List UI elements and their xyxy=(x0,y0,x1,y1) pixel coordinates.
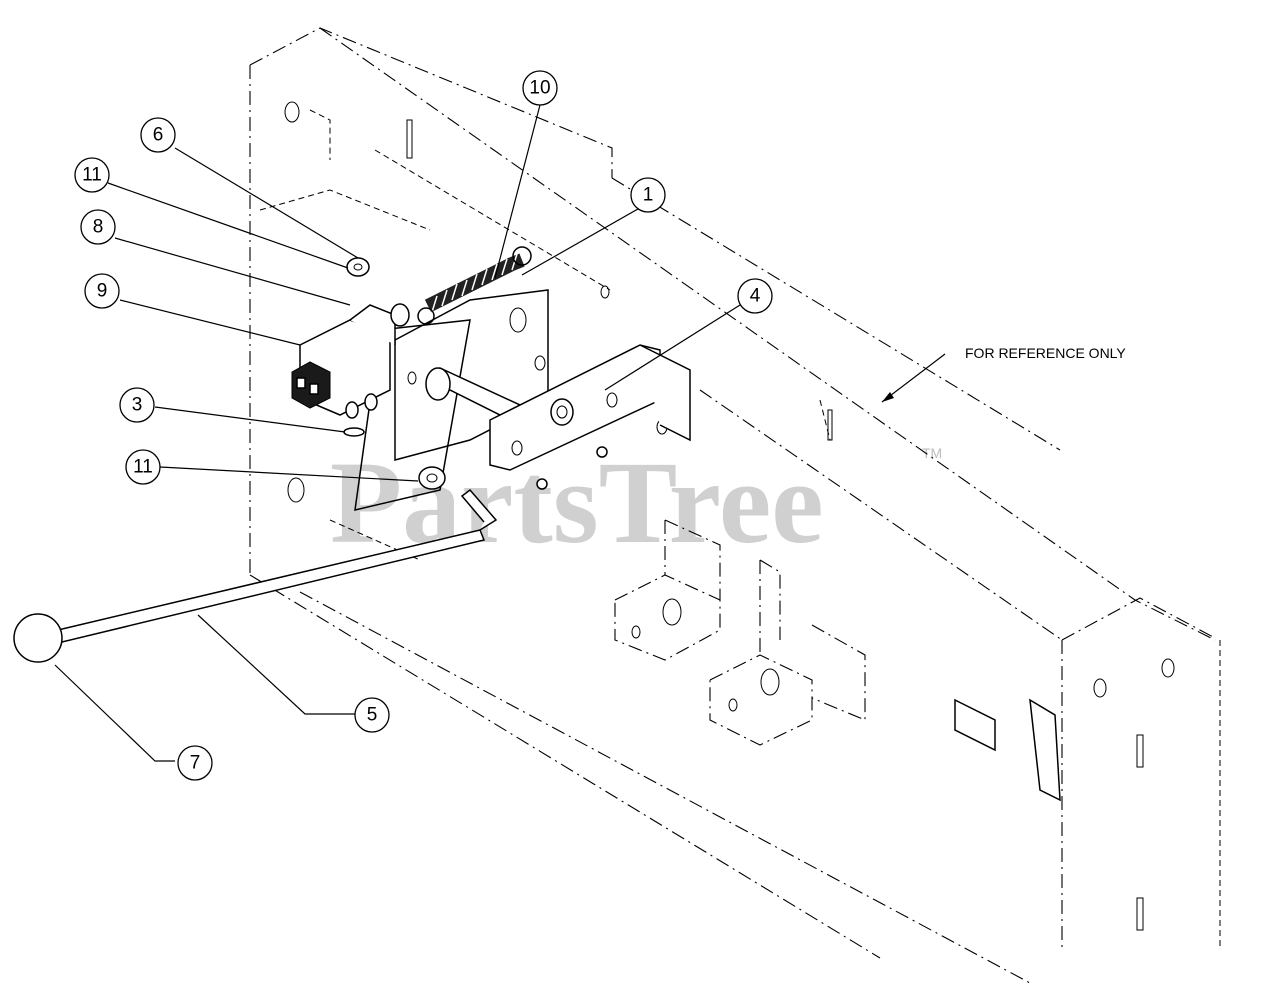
frame-reference-outline xyxy=(249,27,1221,983)
callout-label: 10 xyxy=(529,78,550,99)
frame-holes xyxy=(284,101,1175,931)
callout-9: 9 xyxy=(84,273,120,309)
callout-8: 8 xyxy=(80,209,116,245)
watermark-trademark: TM xyxy=(922,445,942,461)
spring xyxy=(417,246,532,325)
callout-5: 5 xyxy=(354,697,390,733)
callout-10: 10 xyxy=(522,70,558,106)
lower-brackets xyxy=(614,519,866,746)
reference-note: FOR REFERENCE ONLY xyxy=(965,345,1126,361)
knob xyxy=(13,613,63,663)
callout-6: 6 xyxy=(140,117,176,153)
callout-11: 11 xyxy=(74,157,110,193)
callout-4: 4 xyxy=(737,278,773,314)
callout-7: 7 xyxy=(177,745,213,781)
leader-lines xyxy=(54,104,946,762)
callout-label: 11 xyxy=(82,165,102,186)
callout-3: 3 xyxy=(119,387,155,423)
callout-1: 1 xyxy=(630,177,666,213)
switch xyxy=(291,303,410,437)
callout-label: 4 xyxy=(750,286,761,307)
washers xyxy=(346,257,608,490)
callout-label: 11 xyxy=(133,457,153,478)
callout-label: 5 xyxy=(367,705,378,726)
lever-assembly xyxy=(13,319,522,663)
callout-label: 8 xyxy=(93,217,104,238)
callout-label: 6 xyxy=(153,125,164,146)
callout-label: 7 xyxy=(190,753,201,774)
callout-label: 9 xyxy=(97,281,108,302)
callout-label: 1 xyxy=(643,185,654,206)
callout-label: 3 xyxy=(132,395,143,416)
callout-11-lower: 11 xyxy=(125,449,161,485)
pivot-bracket xyxy=(489,344,691,471)
